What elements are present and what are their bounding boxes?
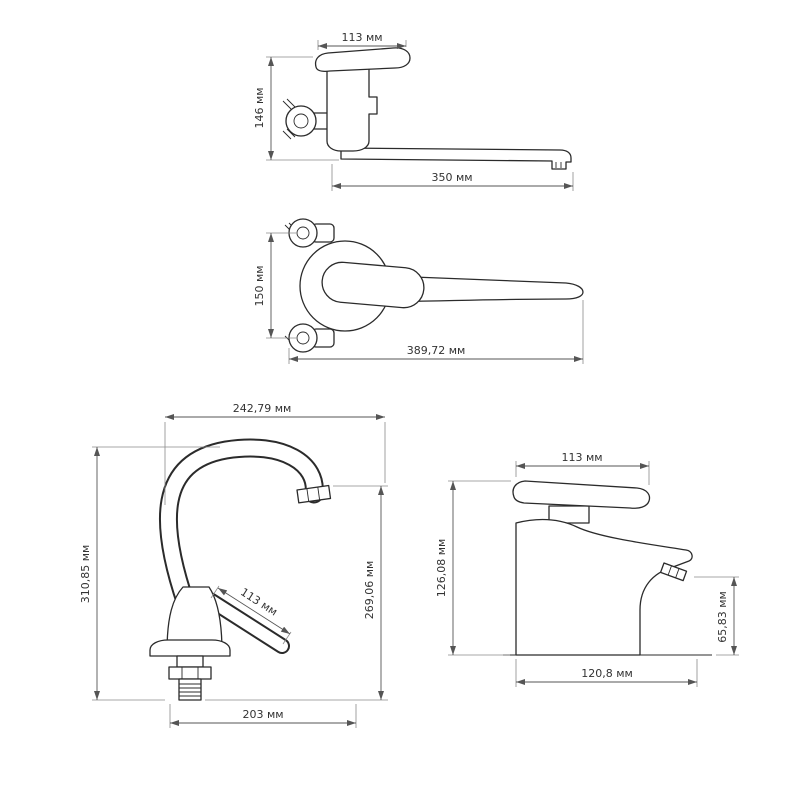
thread-lines [179, 683, 201, 697]
shank [176, 655, 204, 668]
aerator-body [296, 484, 332, 504]
dimension-spout-reach: 242,79 мм [164, 402, 386, 505]
lever-handle [512, 480, 651, 509]
aerator-line [667, 565, 672, 576]
dimension-label: 65,83 мм [716, 591, 729, 643]
dimension-base-depth: 120,8 мм [515, 659, 698, 687]
wall-mount-inner [293, 113, 309, 129]
dimension-line [217, 587, 291, 635]
wall-mount-inner [296, 226, 310, 240]
basin-mixer-figure [503, 480, 712, 656]
aerator-line [675, 568, 680, 579]
dimension-spout-height: 269,06 мм [205, 485, 388, 701]
dimension-label: 310,85 мм [79, 545, 92, 604]
dimension-label: 269,06 мм [363, 561, 376, 620]
dimension-label: 146 мм [253, 87, 266, 128]
dimension-label: 350 мм [431, 171, 472, 184]
dimension-mount-spacing: 150 мм [253, 232, 296, 339]
spout-aerator [659, 562, 688, 582]
lever-handle [314, 47, 411, 73]
kitchen-mixer-figure [149, 438, 332, 701]
dimension-base-depth: 203 мм [169, 704, 357, 728]
spout [340, 147, 572, 170]
mounting-nut [168, 666, 212, 680]
wall-hatch [282, 98, 296, 140]
drawing-wall-mixer-top: 150 мм 389,72 мм [253, 218, 584, 364]
gooseneck-spout-fill [160, 440, 322, 612]
dimension-label: 242,79 мм [233, 402, 292, 415]
nut-facet-lines [181, 667, 199, 679]
dimension-top-width: 113 мм [317, 31, 407, 50]
mixer-body [326, 67, 378, 152]
dimension-label: 150 мм [253, 265, 266, 306]
dimension-spout-length: 350 мм [331, 164, 574, 191]
dimension-total-height: 126,08 мм [435, 480, 511, 656]
aerator-line [317, 487, 321, 501]
wall-mixer-top-figure [284, 218, 584, 353]
wall-mount [285, 105, 317, 137]
drawing-basin-mixer: 113 мм 126,08 мм 65,83 мм 120,8 мм [435, 451, 739, 687]
aerator-body [659, 562, 688, 582]
dimension-label: 389,72 мм [407, 344, 466, 357]
dimension-label: 203 мм [242, 708, 283, 721]
dimension-label: 113 мм [341, 31, 382, 44]
extension-line [210, 585, 220, 599]
drawing-kitchen-mixer: 242,79 мм 310,85 мм 269,06 мм 113 мм 203… [79, 402, 388, 728]
dimension-total-height: 310,85 мм [79, 446, 220, 701]
dimension-label: 120,8 мм [581, 667, 633, 680]
dimension-top-width: 113 мм [515, 451, 650, 485]
base-plate [149, 639, 231, 657]
spout-tip-lines [555, 162, 562, 168]
aerator-line [306, 488, 310, 502]
dimension-label: 113 мм [561, 451, 602, 464]
dimension-total-length: 389,72 мм [288, 300, 584, 364]
dimension-spout-height: 65,83 мм [694, 576, 739, 656]
dimension-label: 126,08 мм [435, 539, 448, 598]
drawing-wall-mixer-side: 113 мм 146 мм 350 мм [253, 31, 574, 191]
wall-mixer-side-figure [282, 47, 572, 170]
mixer-body [515, 518, 693, 656]
lever-handle [321, 261, 425, 309]
threaded-rod [178, 678, 202, 701]
cartridge-neck [548, 505, 590, 524]
spout [387, 275, 584, 303]
wall-mount-inner [296, 331, 310, 345]
spout-aerator [296, 484, 332, 504]
dimension-height: 146 мм [253, 56, 339, 161]
